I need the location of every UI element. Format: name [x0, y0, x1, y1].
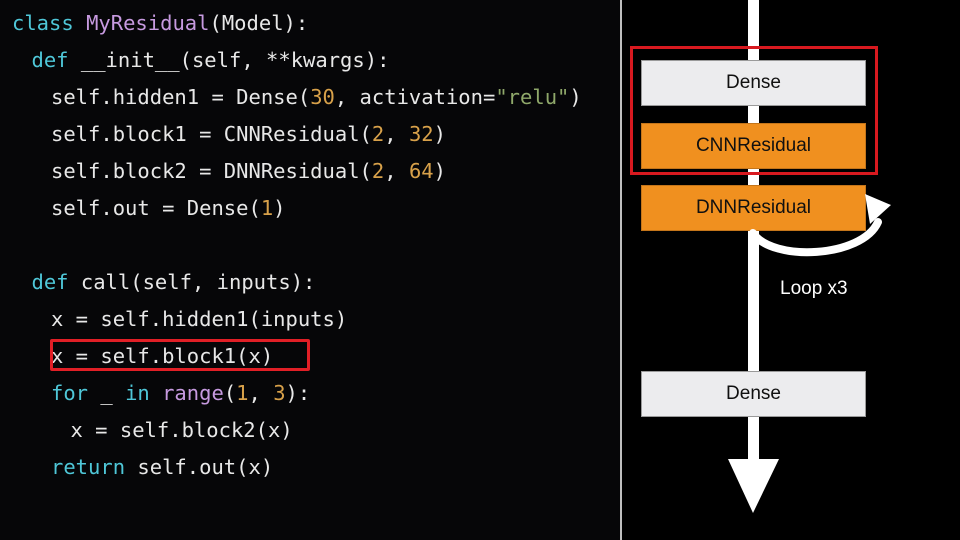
code-token: ) [273, 196, 286, 220]
code-token: x = self.hidden1(inputs) [51, 307, 348, 331]
code-token: self.out(x) [137, 455, 274, 479]
code-token: MyResidual [86, 11, 210, 35]
code-line-8: x = self.hidden1(inputs) [0, 301, 671, 338]
output-arrow-head [728, 459, 779, 513]
code-token: 2 [371, 122, 385, 146]
diagram-node-label: Dense [726, 383, 781, 404]
code-token: return [51, 455, 138, 479]
code-token: 64 [408, 159, 434, 183]
code-line-5: self.block2 = DNNResidual(2, 64) [0, 153, 671, 190]
code-token: 3 [273, 381, 286, 405]
code-token: 2 [371, 159, 385, 183]
diagram-node-label: DNNResidual [695, 197, 812, 218]
diagram-node-dense-3[interactable]: Dense [641, 371, 866, 417]
code-token: call(self, inputs): [80, 270, 316, 294]
code-token: self.block1 = CNNResidual( [51, 122, 372, 146]
code-pane: class MyResidual(Model): def __init__(sel… [12, 11, 582, 479]
code-token: class [12, 11, 87, 35]
code-token: "relu" [495, 85, 570, 109]
code-token: for [51, 381, 101, 405]
code-token: , [248, 381, 274, 405]
code-line-10: for _ in range(1, 3): [0, 375, 671, 412]
code-line-1: class MyResidual(Model): [0, 5, 632, 42]
code-token: , activation= [334, 85, 496, 109]
flow-spine-top [748, 0, 759, 60]
code-token: _ [100, 381, 126, 405]
code-token: ) [433, 159, 446, 183]
diagram-node-dense-0[interactable]: Dense [641, 60, 866, 106]
code-token: ( [223, 381, 237, 405]
code-token: in [125, 381, 163, 405]
code-token: 30 [310, 85, 335, 109]
code-line-6: self.out = Dense(1) [0, 190, 671, 227]
code-token: (Model): [209, 11, 309, 35]
code-token: self.out = Dense( [51, 196, 261, 220]
code-token: , [384, 159, 409, 183]
diagram-node-label: CNNResidual [695, 135, 812, 156]
code-line-11: x = self.block2(x) [0, 412, 691, 449]
flow-spine-seg1 [748, 106, 759, 123]
diagram-node-cnnresidual-1[interactable]: CNNResidual [641, 123, 866, 169]
diagram-node-dnnresidual-2[interactable]: DNNResidual [641, 185, 866, 231]
code-token: def [31, 270, 81, 294]
flow-spine-seg3 [748, 231, 759, 371]
code-token: self.hidden1 = Dense( [51, 85, 311, 109]
code-token: ) [433, 122, 446, 146]
loop-label: Loop x3 [780, 278, 848, 299]
code-line-4: self.block1 = CNNResidual(2, 32) [0, 116, 671, 153]
code-token: 32 [408, 122, 434, 146]
diagram-node-label: Dense [726, 72, 781, 93]
code-token: range [162, 381, 224, 405]
code-token: ) [569, 85, 582, 109]
code-line-12: return self.out(x) [0, 449, 671, 486]
code-token: __init__(self, **kwargs): [80, 48, 390, 72]
code-line-9: x = self.block1(x) [0, 338, 671, 375]
code-token: x = self.block2(x) [70, 418, 293, 442]
code-token: 1 [236, 381, 249, 405]
code-token: def [31, 48, 81, 72]
code-token: , [384, 122, 409, 146]
code-token: ): [285, 381, 311, 405]
code-token: self.block2 = DNNResidual( [51, 159, 372, 183]
code-line-7: def call(self, inputs): [0, 264, 652, 301]
flow-spine-seg4 [748, 417, 759, 462]
code-token: x = self.block1(x) [51, 344, 274, 368]
code-token: 1 [260, 196, 274, 220]
code-line-3: self.hidden1 = Dense(30, activation="rel… [0, 79, 671, 116]
pane-divider [620, 0, 622, 540]
code-line-2: def __init__(self, **kwargs): [0, 42, 652, 79]
loop-arrow-head [865, 194, 891, 224]
flow-spine-seg2 [748, 169, 759, 185]
